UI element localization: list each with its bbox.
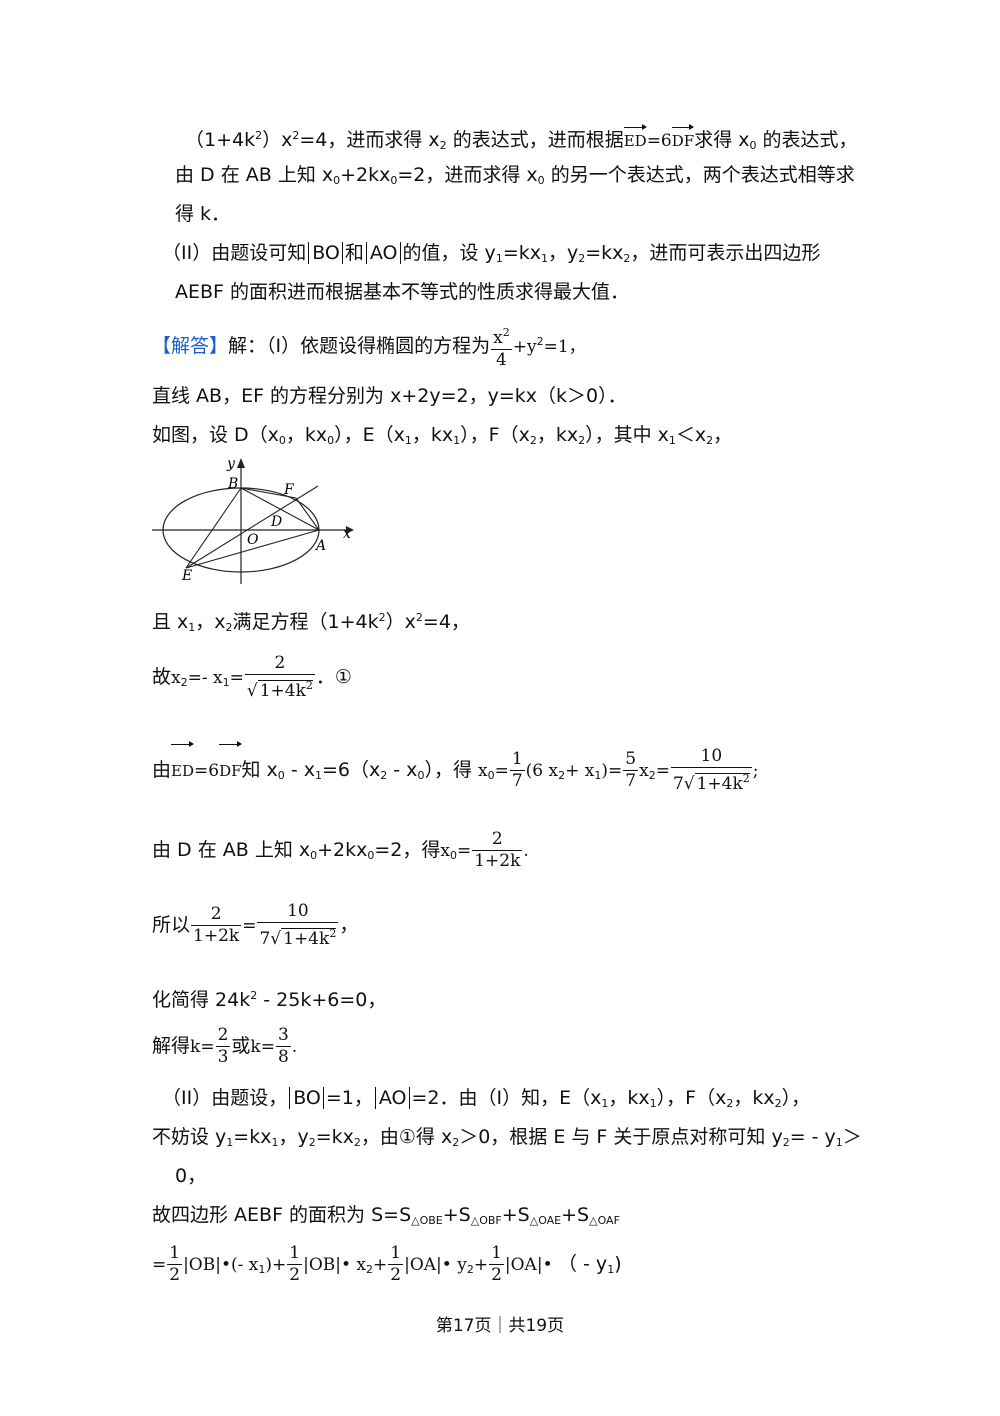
label-a: A <box>314 538 326 554</box>
line-ef <box>185 485 319 569</box>
fraction-2-over-sqrt: 2√1+4k2 <box>244 653 315 701</box>
solution-line-lines: 直线 AB，EF 的方程分别为 x+2y=2，y=kx（k＞0）． <box>152 385 627 407</box>
solution-part2-line2: 不妨设 y1=kx1，y2=kx2，由①得 x2＞0，根据 E 与 F 关于原点… <box>152 1126 862 1149</box>
solution-x2-formula: 故x2=- x1=2√1+4k2．① <box>152 653 352 701</box>
label-d: D <box>270 514 282 530</box>
analysis-line-3: 得 k． <box>175 203 231 225</box>
analysis-line-5: AEBF 的面积进而根据基本不等式的性质求得最大值． <box>175 281 630 303</box>
solution-tag: 【解答】 <box>152 335 229 357</box>
ellipse-diagram: y x B F D O A E <box>152 456 354 584</box>
x-axis-arrow-icon <box>346 526 354 534</box>
label-f: F <box>283 482 295 498</box>
label-x: x <box>343 526 351 542</box>
page-number: 第17页｜共19页 <box>435 1316 565 1336</box>
label-o: O <box>247 532 259 548</box>
solution-part2-line3: 0， <box>175 1165 207 1187</box>
label-e: E <box>181 568 192 584</box>
solution-line-roots: 且 x1，x2满足方程（1+4k2）x2=4， <box>152 611 470 634</box>
label-y: y <box>226 456 236 472</box>
line-bf <box>240 487 297 499</box>
vector-ed: ED <box>623 124 647 153</box>
line-ab <box>240 487 320 531</box>
vector-df: DF <box>671 124 695 153</box>
solution-part2-line1: （II）由题设，BO=1，AO=2．由（I）知，E（x1，kx1），F（x2，k… <box>162 1087 811 1110</box>
line-fa <box>295 497 320 531</box>
vector-df-2: DF <box>219 741 242 796</box>
y-axis-arrow-icon <box>237 458 245 468</box>
solution-line-points: 如图，设 D（x0，kx0），E（x1，kx1），F（x2，kx2），其中 x1… <box>152 424 733 447</box>
solution-simplified: 化简得 24k2 - 25k+6=0， <box>152 989 387 1011</box>
analysis-line-2: 由 D 在 AB 上知 x0+2kx0=2，进而求得 x0 的另一个表达式，两个… <box>175 164 855 187</box>
vector-ed-2: ED <box>171 741 194 796</box>
label-b: B <box>227 476 238 492</box>
line-eb <box>185 487 242 569</box>
line-ea <box>185 529 320 569</box>
solution-area-formula: 故四边形 AEBF 的面积为 S=S△OBE+S△OBF+S△OAE+S△OAF <box>152 1204 620 1227</box>
analysis-line-1: （1+4k2）x2=4，进而求得 x2 的表达式，进而根据ED=6DF求得 x0… <box>185 124 858 158</box>
